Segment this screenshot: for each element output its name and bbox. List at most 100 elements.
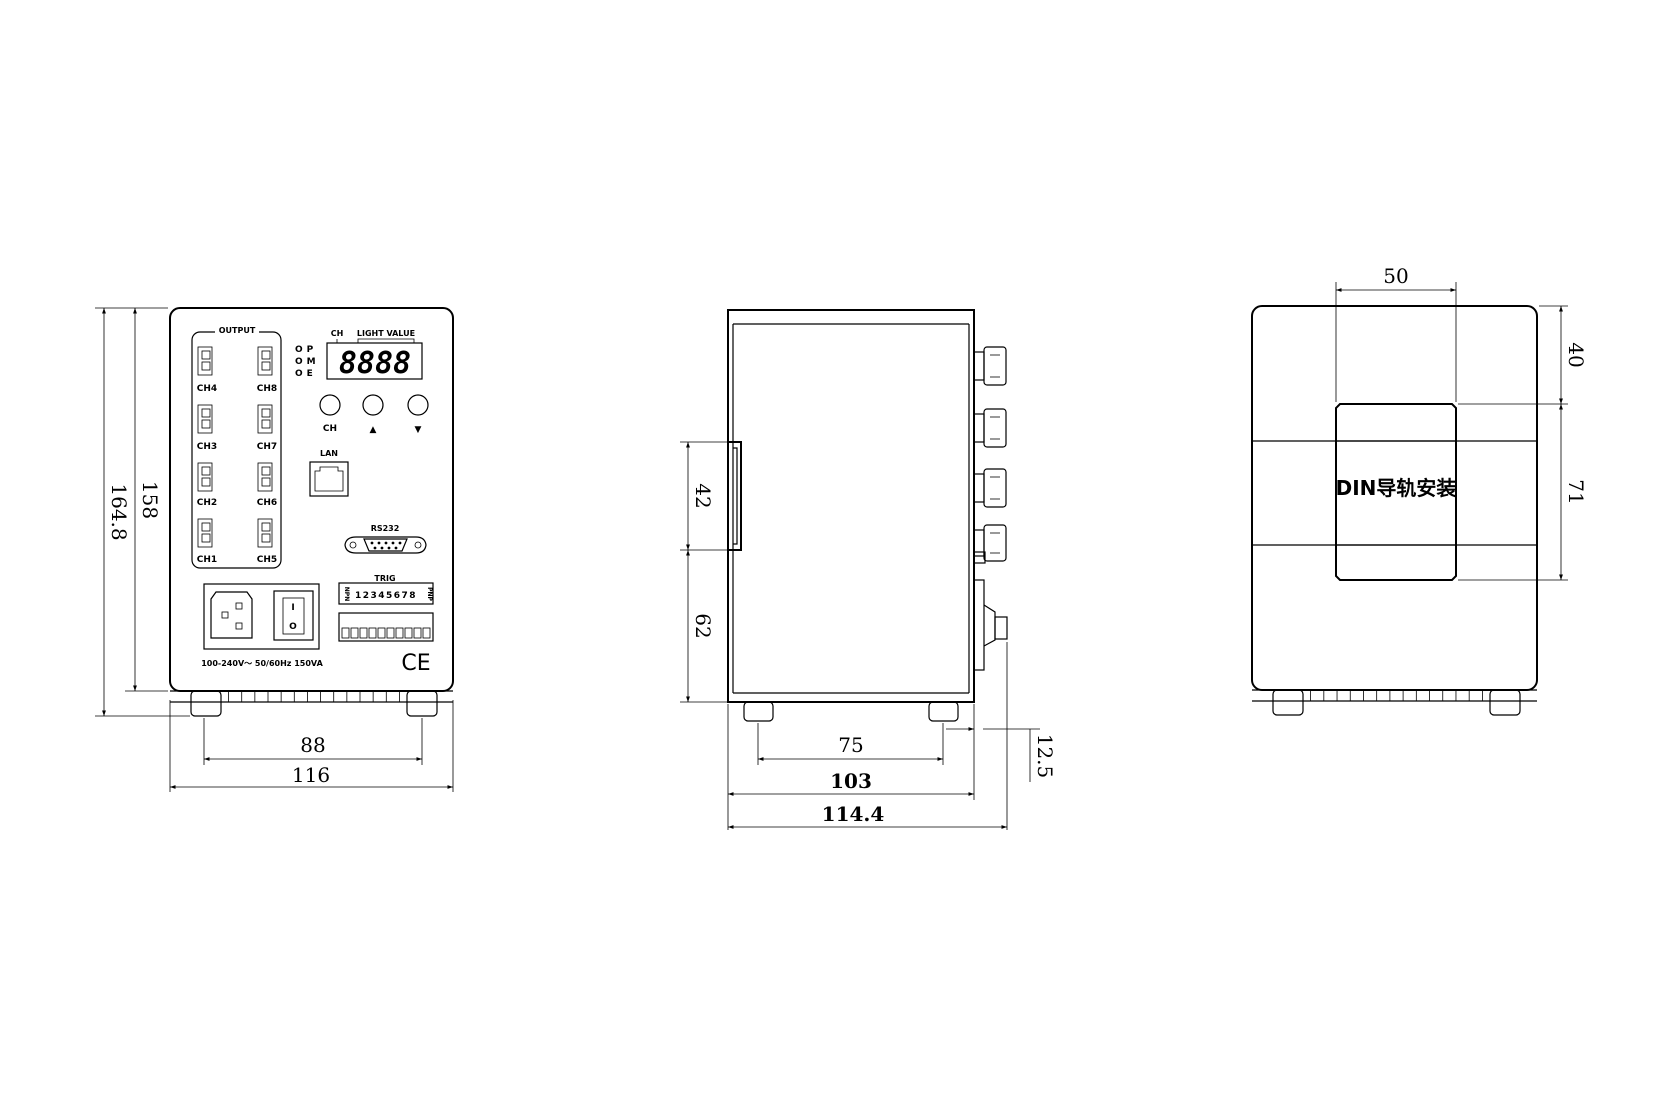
back-view: DIN导轨安装 50 40 71 [1251,264,1588,716]
rs232-pin [380,546,384,550]
terminal-screw [341,627,350,639]
dim-side-rail-slot: 42 [691,483,715,508]
power-module [203,583,320,650]
side-connector-3 [973,468,1007,508]
side-foot-left [743,701,774,722]
down-arrow-icon: ▼ [415,425,422,435]
back-foot-right [1489,689,1521,716]
dim-back-rail-height: 71 [1564,479,1588,504]
terminal-screw [413,627,422,639]
side-foot-right [928,701,959,722]
dim-front-feet-span: 88 [300,733,325,757]
terminal-screw [368,627,377,639]
up-arrow-icon: ▲ [370,425,377,435]
channel-label-ch8: CH8 [257,384,277,394]
connector-ch8 [257,346,273,376]
ch-button-label: CH [323,424,337,434]
power-switch[interactable] [273,590,314,641]
dim-back-rail-width: 50 [1383,264,1408,288]
connector-ch4 [197,346,213,376]
dim-side-protrusion: 12.5 [1033,734,1057,779]
display-value-label: LIGHT VALUE [357,329,415,338]
connector-ch2 [197,462,213,492]
front-dimensions [95,307,454,792]
terminal-screw [395,627,404,639]
dim-back-top-offset: 40 [1564,342,1588,367]
down-button[interactable] [407,394,429,416]
side-connector-1 [973,346,1007,386]
connector-ch7 [257,404,273,434]
dim-side-depth: 103 [830,769,872,793]
seven-segment-display [326,342,423,380]
connector-ch6 [257,462,273,492]
rs232-port[interactable] [344,536,427,554]
power-rating: 100-240V～ 50/60Hz 150VA [201,659,323,668]
side-connector-2 [973,408,1007,448]
ce-mark: CE [401,651,430,676]
side-dimensions [680,441,1040,830]
channel-label-ch4: CH4 [197,384,217,394]
dim-front-outer-height: 164.8 [107,483,131,540]
display-ch-label: CH [331,329,344,338]
channel-label-ch5: CH5 [257,555,277,565]
trig-numbers: 12345678 [355,591,417,601]
switch-off-mark: O [289,622,297,632]
lan-port[interactable] [309,461,349,497]
ch-button[interactable] [319,394,341,416]
trig-label: TRIG [374,574,395,583]
dim-side-feet-span: 75 [838,733,863,757]
rs232-label: RS232 [371,524,400,533]
trig-npn-label: NPN [343,587,350,601]
led-label-op: OP [295,345,317,355]
back-vent-strip [1252,689,1537,702]
trig-pnp-label: PNP [426,587,433,601]
rs232-pin [370,541,374,545]
side-connector-4 [973,524,1007,562]
back-foot-left [1272,689,1304,716]
display-digits: 8888 [339,346,411,381]
rs232-pin [398,541,402,545]
din-rail-clip [728,441,742,551]
trig-dip-switch[interactable] [338,582,434,605]
dim-side-depth-total: 114.4 [822,802,885,826]
channel-label-ch7: CH7 [257,442,277,452]
channel-connectors [197,346,273,548]
rs232-pin [384,541,388,545]
connector-ch5 [257,518,273,548]
terminal-screw [422,627,431,639]
dim-front-inner-height: 158 [138,481,162,519]
side-housing [727,309,975,703]
terminal-screw [350,627,359,639]
channel-label-ch3: CH3 [197,442,217,452]
channel-label-ch1: CH1 [197,555,217,565]
front-view: OUTPUT [95,307,454,792]
side-power-switch [973,579,1008,671]
side-view: 42 62 75 103 114.4 12.5 [680,309,1057,830]
dim-front-width: 116 [292,763,330,787]
front-vent-strip [170,690,453,703]
din-rail-plate [1335,403,1457,581]
terminal-screw [359,627,368,639]
din-rail-label: DIN导轨安装 [1336,476,1457,500]
rs232-pin [394,546,398,550]
lan-label: LAN [320,449,338,458]
up-button[interactable] [362,394,384,416]
led-label-oe: OE [295,369,317,379]
dim-side-rail-below: 62 [691,613,715,638]
rs232-pin [391,541,395,545]
iec-power-inlet[interactable] [210,591,253,639]
back-dimensions [1335,282,1568,581]
rs232-pin [387,546,391,550]
channel-label-ch2: CH2 [197,498,217,508]
front-foot-right [406,690,438,717]
output-title: OUTPUT [219,326,256,335]
led-label-om: OM [295,357,320,367]
rs232-pin [373,546,377,550]
trig-terminal-block[interactable] [338,612,434,642]
terminal-screw [386,627,395,639]
rs232-pin [377,541,381,545]
connector-ch1 [197,518,213,548]
connector-ch3 [197,404,213,434]
channel-label-ch6: CH6 [257,498,277,508]
